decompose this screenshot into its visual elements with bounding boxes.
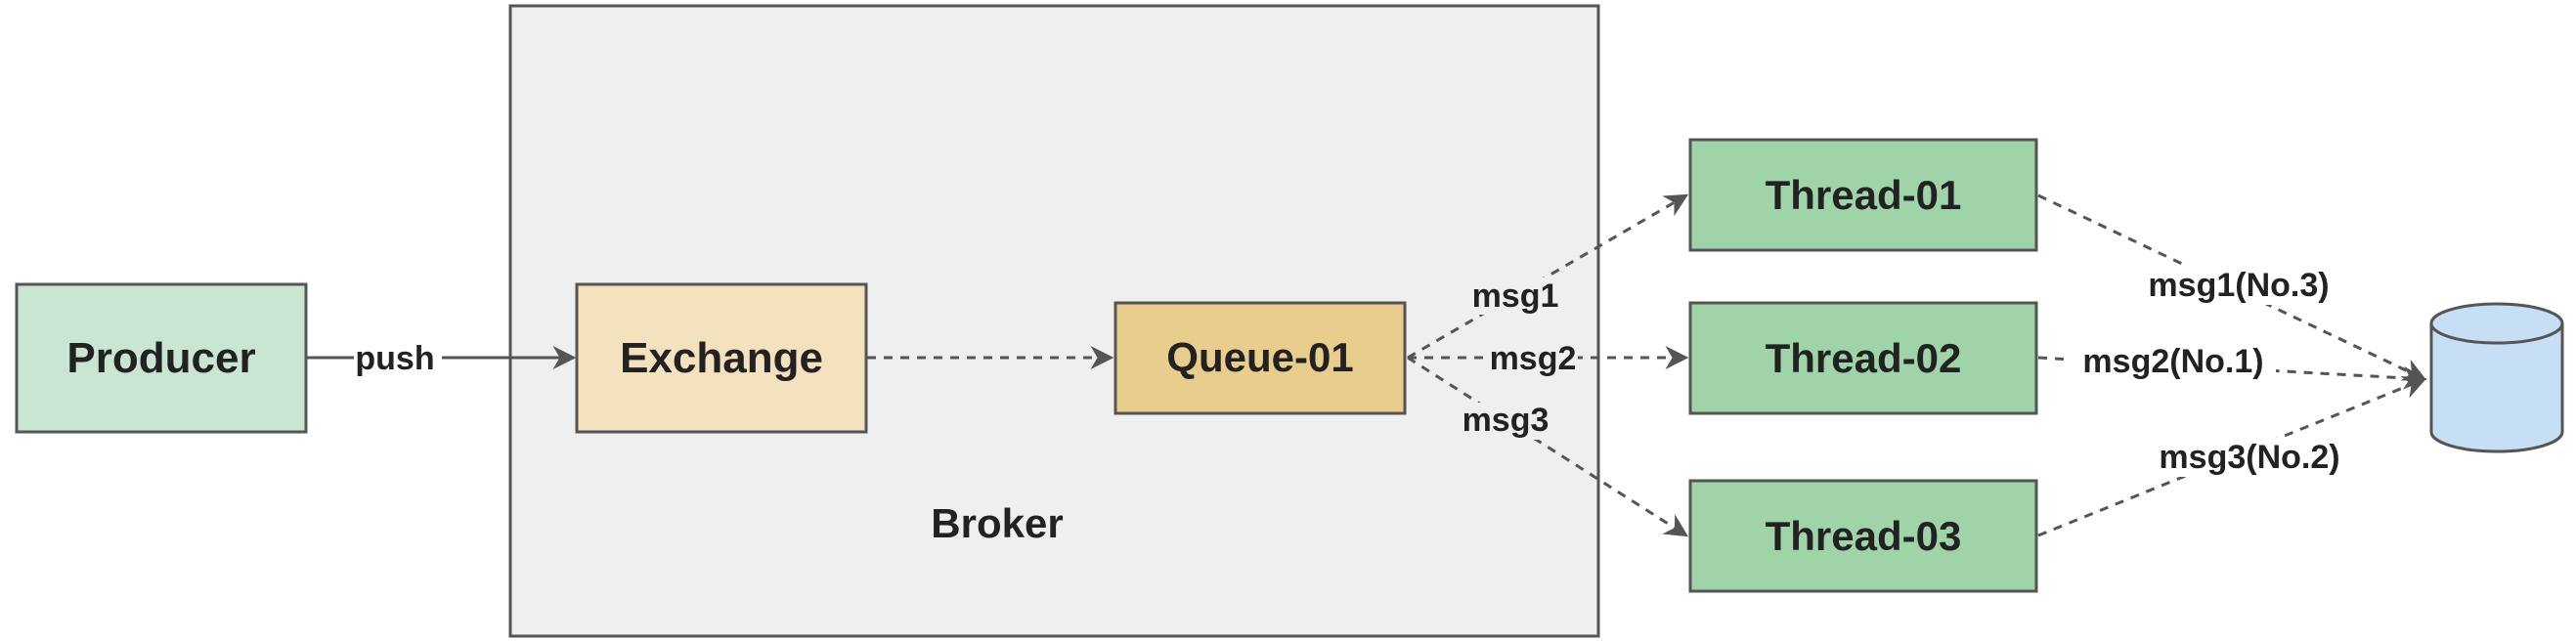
database-cylinder-icon <box>2429 302 2564 453</box>
store2-edge <box>2037 356 2427 390</box>
broker-label: Broker <box>931 500 1063 546</box>
msg1-label: msg1 <box>1472 278 1559 315</box>
producer-node: Producer <box>15 282 308 434</box>
thread-01-label: Thread-01 <box>1766 172 1962 218</box>
thread-02-label: Thread-02 <box>1766 335 1962 381</box>
thread-02-box <box>1688 301 2038 415</box>
queue-box <box>1113 301 1407 415</box>
msg2-label: msg2 <box>1490 340 1577 377</box>
exchange-box <box>575 282 868 434</box>
queue-node: Queue-01 <box>1113 301 1407 415</box>
thread-03-box <box>1688 479 2038 593</box>
producer-box <box>15 282 308 434</box>
thread-02-node: Thread-02 <box>1688 301 2038 415</box>
edge-labels: push msg1 msg2 msg3 msg1(No.3) msg2(No.1… <box>354 266 2352 477</box>
queue-label: Queue-01 <box>1166 334 1353 380</box>
store1-edge <box>2037 193 2427 381</box>
store1-label: msg1(No.3) <box>2148 267 2329 304</box>
thread-03-node: Thread-03 <box>1688 479 2038 593</box>
msg1-edge <box>1407 193 1689 360</box>
thread-01-node: Thread-01 <box>1688 138 2038 252</box>
thread-03-label: Thread-03 <box>1766 513 1962 559</box>
store2-label: msg2(No.1) <box>2082 343 2263 380</box>
producer-label: Producer <box>66 334 255 382</box>
exchange-label: Exchange <box>620 334 823 382</box>
store3-label: msg3(No.2) <box>2159 439 2339 476</box>
msg3-label: msg3 <box>1463 402 1550 439</box>
msg3-edge <box>1407 356 1689 537</box>
exchange-node: Exchange <box>575 282 868 434</box>
push-label: push <box>355 340 434 377</box>
store3-edge <box>2037 375 2427 537</box>
thread-01-box <box>1688 138 2038 252</box>
